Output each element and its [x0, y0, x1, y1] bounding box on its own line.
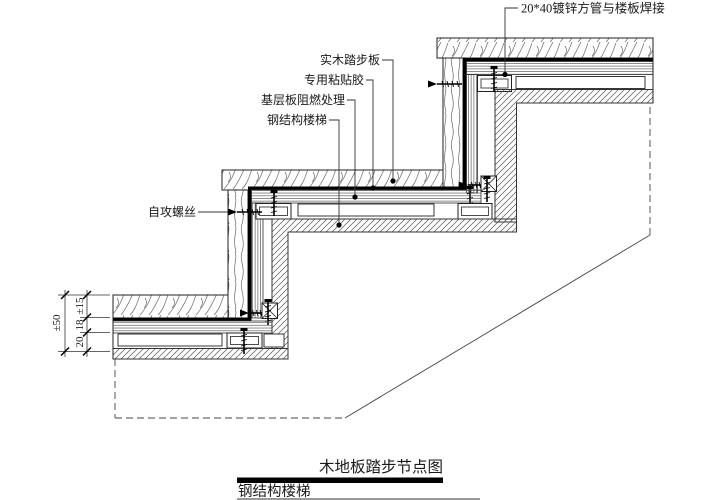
middle-tube-side-profile: [297, 203, 435, 217]
middle-adhesive-layer: [248, 186, 463, 190]
top-tread-board: [436, 37, 654, 59]
base-board-label: 基层板阻燃处理: [261, 92, 345, 107]
bottom-base-layer-board: [112, 320, 273, 334]
tread-label: 实木踏步板: [320, 52, 380, 67]
drawing-title: 木地板踏步节点图: [319, 458, 443, 476]
middle-step-assembly: [221, 169, 517, 349]
top-tube-side-profile: [515, 76, 646, 89]
middle-riser-base-layer: [251, 202, 264, 319]
bottom-tread-board: [112, 294, 229, 319]
drawing-subtitle: 钢结构楼梯: [238, 483, 311, 500]
leader-dot: [502, 71, 508, 78]
steel-stair-label: 钢结构楼梯: [267, 112, 327, 127]
middle-steel-plate: [271, 218, 517, 349]
leader-dot: [370, 185, 376, 191]
leader-base-board: 基层板阻燃处理: [261, 92, 358, 200]
bottom-tube-side-profile: [117, 333, 223, 347]
bottom-steel-plate: [112, 348, 289, 360]
middle-riser-adhesive-layer: [248, 186, 252, 321]
dim-tube-label: 20: [74, 336, 86, 348]
dim-base-label: 18: [74, 319, 86, 331]
title-underline-thick: [237, 477, 443, 483]
leader-dot: [390, 178, 396, 184]
steel-stringer-outline: [114, 104, 651, 419]
top-riser-adhesive-layer: [463, 58, 467, 190]
leader-weld-note: 20*40镀锌方管与楼板焊接: [502, 1, 665, 78]
leader-steel-stair: 钢结构楼梯: [267, 112, 342, 228]
screw-label: 自攻螺丝: [148, 205, 196, 219]
leader-tread: 实木踏步板: [320, 52, 396, 184]
bottom-adhesive-layer: [113, 317, 251, 321]
top-steel-plate: [494, 89, 654, 223]
leader-dot: [352, 194, 358, 200]
leader-dot: [336, 222, 342, 228]
dim-total-label: ±50: [51, 314, 63, 332]
bottom-spacer-block: [263, 333, 285, 348]
top-adhesive-layer: [463, 58, 653, 62]
bottom-step-assembly: [112, 294, 289, 360]
stringer-soffit-line: [344, 234, 651, 419]
middle-base-layer-board: [251, 189, 482, 204]
leader-adhesive: 专用粘贴胶: [304, 72, 376, 191]
dim-tread-label: ±15: [74, 297, 86, 315]
middle-riser-board: [227, 189, 249, 321]
leader-screw: 自攻螺丝: [148, 205, 263, 219]
dimension-lines: [58, 290, 110, 357]
top-riser-base-layer: [466, 74, 478, 194]
adhesive-label: 专用粘贴胶: [304, 72, 364, 87]
top-riser-board: [442, 57, 464, 188]
title-block: 木地板踏步节点图 钢结构楼梯: [237, 458, 480, 500]
weld-note-label: 20*40镀锌方管与楼板焊接: [521, 1, 665, 16]
